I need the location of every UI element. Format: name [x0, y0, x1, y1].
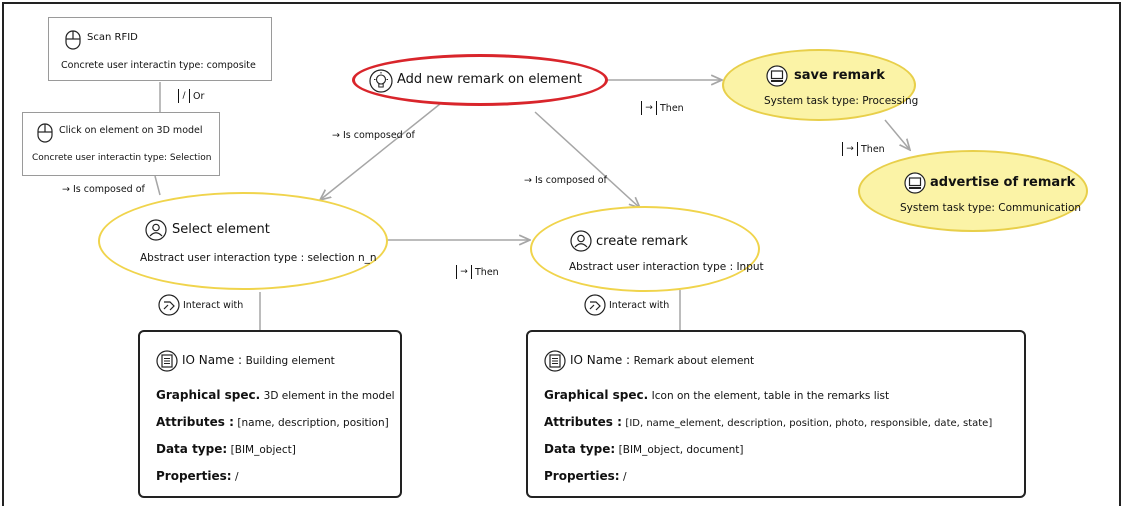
mouse-icon: [37, 123, 53, 143]
user-icon: [570, 230, 592, 252]
create-remark-title: create remark: [596, 234, 688, 249]
scan-rfid-node[interactable]: Scan RFID Concrete user interactin type:…: [48, 17, 272, 81]
edge-click-to-select: [154, 175, 161, 196]
select-element-node[interactable]: Select element Abstract user interaction…: [98, 192, 388, 290]
document-icon: [544, 350, 566, 372]
click-element-title: Click on element on 3D model: [59, 125, 203, 136]
document-icon: [156, 350, 178, 372]
save-remark-subtitle: System task type: Processing: [764, 95, 919, 107]
edge-label-composed-small: → Is composed of: [62, 184, 145, 195]
edge-add-to-create: [534, 111, 640, 208]
scan-rfid-title: Scan RFID: [87, 32, 138, 43]
io-attributes-row: Attributes : [ID, name_element, descript…: [544, 415, 993, 429]
io-datatype-row: Data type: [BIM_object, document]: [544, 442, 744, 456]
select-element-title: Select element: [172, 222, 270, 237]
io-attributes-row: Attributes : [name, description, positio…: [156, 415, 389, 429]
scan-rfid-subtitle: Concrete user interactin type: composite: [61, 60, 256, 71]
select-element-subtitle: Abstract user interaction type : selecti…: [140, 252, 377, 264]
io-properties-row: Properties: /: [544, 469, 627, 483]
edge-label-or: / Or: [178, 89, 204, 103]
or-symbol: /: [178, 89, 190, 103]
edge-save-to-advertise: [884, 119, 910, 150]
then-symbol: →: [456, 265, 472, 279]
create-remark-node[interactable]: create remark Abstract user interaction …: [530, 206, 764, 292]
add-remark-title: Add new remark on element: [397, 72, 582, 87]
io-box-building-element[interactable]: IO Name : Building element Graphical spe…: [138, 330, 402, 498]
io-spec-row: Graphical spec. 3D element in the model: [156, 388, 395, 402]
io-name-row: IO Name : Building element: [182, 353, 335, 367]
edge-label-composed-left: → Is composed of: [332, 130, 415, 141]
io-properties-row: Properties: /: [156, 469, 239, 483]
advertise-remark-title: advertise of remark: [930, 175, 1076, 190]
touch-icon: [158, 294, 180, 316]
user-icon: [145, 219, 167, 241]
save-remark-title: save remark: [794, 68, 885, 83]
edge-label-then-mid: → Then: [456, 265, 499, 279]
io-spec-row: Graphical spec. Icon on the element, tab…: [544, 388, 890, 402]
create-remark-subtitle: Abstract user interaction type : Input: [569, 261, 764, 273]
edge-label-interact-left: Interact with: [158, 294, 243, 316]
edge-label-interact-right: Interact with: [584, 294, 669, 316]
io-name-row: IO Name : Remark about element: [570, 353, 755, 367]
click-element-subtitle: Concrete user interactin type: Selection: [32, 153, 212, 163]
advertise-remark-node[interactable]: advertise of remark System task type: Co…: [858, 150, 1088, 232]
add-remark-node[interactable]: Add new remark on element: [352, 54, 608, 106]
click-element-node[interactable]: Click on element on 3D model Concrete us…: [22, 112, 220, 176]
computer-icon: [766, 65, 788, 87]
touch-icon: [584, 294, 606, 316]
then-symbol: →: [641, 101, 657, 115]
mouse-icon: [65, 30, 81, 50]
lightbulb-icon: [369, 69, 393, 93]
advertise-remark-subtitle: System task type: Communication: [900, 202, 1082, 214]
edge-label-composed-mid: → Is composed of: [524, 175, 607, 186]
io-datatype-row: Data type: [BIM_object]: [156, 442, 296, 456]
save-remark-node[interactable]: save remark System task type: Processing: [722, 49, 919, 121]
edge-label-then-right: → Then: [842, 142, 885, 156]
edge-add-to-select: [320, 103, 441, 200]
computer-icon: [904, 172, 926, 194]
io-box-remark-about-element[interactable]: IO Name : Remark about element Graphical…: [526, 330, 1026, 498]
then-symbol: →: [842, 142, 858, 156]
edge-label-then-top: → Then: [641, 101, 684, 115]
